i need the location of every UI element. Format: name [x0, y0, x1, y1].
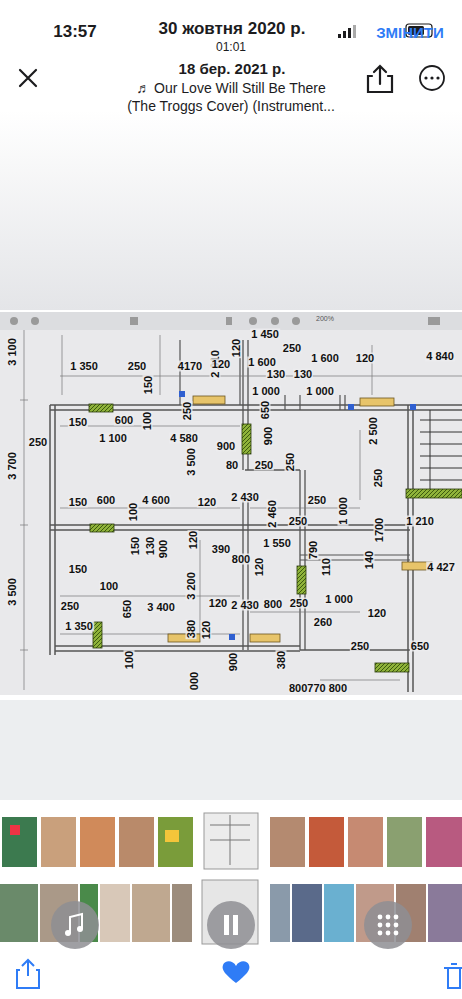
dimension-number: 1 100	[98, 433, 128, 444]
dimension-number: 800	[263, 599, 283, 610]
song-title: (The Troggs Cover) (Instrument...	[127, 99, 335, 113]
dimension-number: 120	[188, 530, 199, 550]
dimension-number: 250	[285, 452, 296, 472]
dimension-number: 4 427	[426, 562, 456, 573]
dimension-number: 250	[127, 361, 147, 372]
dimension-number: 650	[260, 400, 271, 420]
dimension-number: 000	[189, 671, 200, 691]
dimension-number: 800770 800	[288, 683, 348, 694]
dimension-number: 2 500	[368, 416, 379, 446]
status-time: 13:57	[53, 23, 96, 40]
dimension-number: 100	[99, 581, 119, 592]
zoom-level: 200%	[316, 315, 334, 322]
dimension-number: 120	[254, 557, 265, 577]
dimension-number: 110	[321, 557, 332, 577]
dimension-number: 250	[289, 598, 309, 609]
dimension-number: 4 840	[425, 351, 455, 362]
dimension-number: 130	[293, 369, 313, 380]
dimension-number: 4 600	[141, 495, 171, 506]
dimension-number: 900	[158, 539, 169, 559]
dimension-number: 3 400	[146, 602, 176, 613]
dimension-number: 120	[201, 620, 212, 640]
dimension-number: 600	[114, 415, 134, 426]
dimension-number: 380	[276, 650, 287, 670]
dimension-number: 260	[313, 617, 333, 628]
dimension-number: 120	[197, 497, 217, 508]
dimension-number: 1 550	[262, 538, 292, 549]
dimension-number: 150	[68, 417, 88, 428]
dimension-number: 250	[288, 516, 308, 527]
dimension-number: 3 500	[7, 577, 18, 607]
dimension-number: 650	[122, 599, 133, 619]
dimension-number: 1 600	[310, 353, 340, 364]
dimension-number: 1 210	[405, 516, 435, 527]
dimension-number: 250	[282, 343, 302, 354]
date-subtitle: 18 бер. 2021 р.	[179, 61, 286, 76]
dimension-number: 250	[28, 437, 48, 448]
date-title: 30 жовтня 2020 р.	[159, 20, 306, 37]
dimension-number: 2 430	[230, 600, 260, 611]
dimension-number: 100	[128, 502, 139, 522]
dimension-number: 130	[266, 369, 286, 380]
dimension-number: 250	[254, 460, 274, 471]
video-time: 01:01	[216, 41, 246, 53]
dimension-number: 790	[308, 540, 319, 560]
dimension-number: 130	[145, 536, 156, 556]
dimension-number: 250	[350, 641, 370, 652]
dimension-number: 120	[208, 598, 228, 609]
dimension-number: 250	[307, 495, 327, 506]
dimension-number: 3 100	[7, 337, 18, 367]
dimension-number: 100	[142, 411, 153, 431]
dimension-number: 120	[231, 338, 242, 358]
dimension-number: 1700	[374, 517, 385, 543]
dimension-number: 250	[373, 468, 384, 488]
dimension-number: 3 500	[186, 447, 197, 477]
dimension-number: 3 200	[186, 571, 197, 601]
dimension-number: 120	[355, 353, 375, 364]
dimension-number: 120	[211, 359, 231, 370]
dimension-number: 80	[225, 460, 239, 471]
dimension-number: 4170	[177, 361, 203, 372]
dimension-number: 900	[263, 426, 274, 446]
dimension-number: 150	[68, 564, 88, 575]
dimension-number: 650	[410, 641, 430, 652]
dimension-number: 1 600	[247, 357, 277, 368]
dimension-number: 150	[143, 375, 154, 395]
dimension-number: 1 000	[251, 386, 281, 397]
dimension-number: 1 000	[338, 496, 349, 526]
dimension-number: 800	[231, 554, 251, 565]
dimension-number: 250	[60, 601, 80, 612]
dimension-number: 150	[68, 497, 88, 508]
dimension-number: 600	[96, 495, 116, 506]
dimension-number: 1 350	[64, 621, 94, 632]
dimension-number: 150	[130, 536, 141, 556]
dimension-number: 4 580	[169, 433, 199, 444]
dimension-number: 100	[124, 650, 135, 670]
dimension-number: 1 350	[69, 361, 99, 372]
dimension-number: 1 000	[305, 386, 335, 397]
dimension-number: 900	[228, 652, 239, 672]
dimension-number: 120	[367, 608, 387, 619]
song-title: ♬ Our Love Will Still Be There	[136, 81, 326, 95]
dimension-number: 140	[364, 550, 375, 570]
dimension-number: 2 430	[230, 492, 260, 503]
dimension-number: 900	[216, 441, 236, 452]
dimension-number: 1 000	[324, 594, 354, 605]
edit-button: ЗМІНИТИ	[376, 25, 444, 40]
dimension-number: 380	[186, 619, 197, 639]
dimension-number: 2 460	[267, 499, 278, 529]
dimension-number: 390	[211, 544, 231, 555]
dimension-number: 250	[182, 401, 193, 421]
dimension-number: 3 700	[7, 451, 18, 481]
dimension-number: 1 450	[250, 329, 280, 340]
